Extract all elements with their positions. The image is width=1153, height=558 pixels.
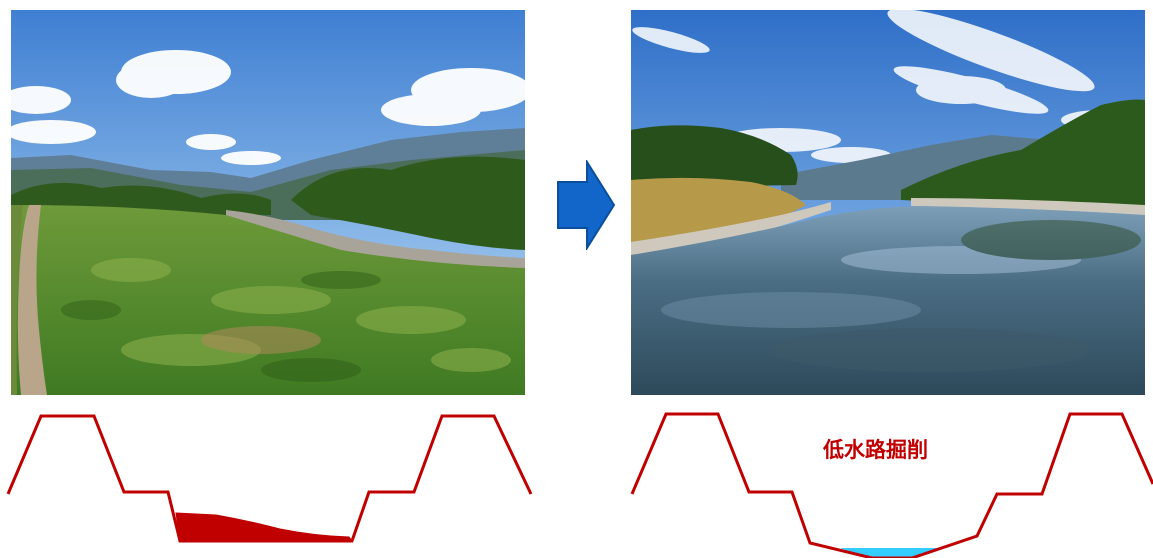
sediment-deposit-shape (175, 512, 353, 542)
photo-before-excavation (11, 10, 525, 395)
cross-section-after (630, 412, 1153, 558)
cross-section-before-outline (6, 414, 533, 543)
cross-section-before (6, 414, 533, 543)
excavation-label: 低水路掘削 (823, 438, 928, 462)
right-arrow-icon (557, 160, 616, 250)
cross-section-after-outline (630, 412, 1153, 558)
after-photo-illustration (631, 10, 1145, 395)
photo-after-excavation (631, 10, 1145, 395)
before-photo-illustration (11, 10, 525, 395)
